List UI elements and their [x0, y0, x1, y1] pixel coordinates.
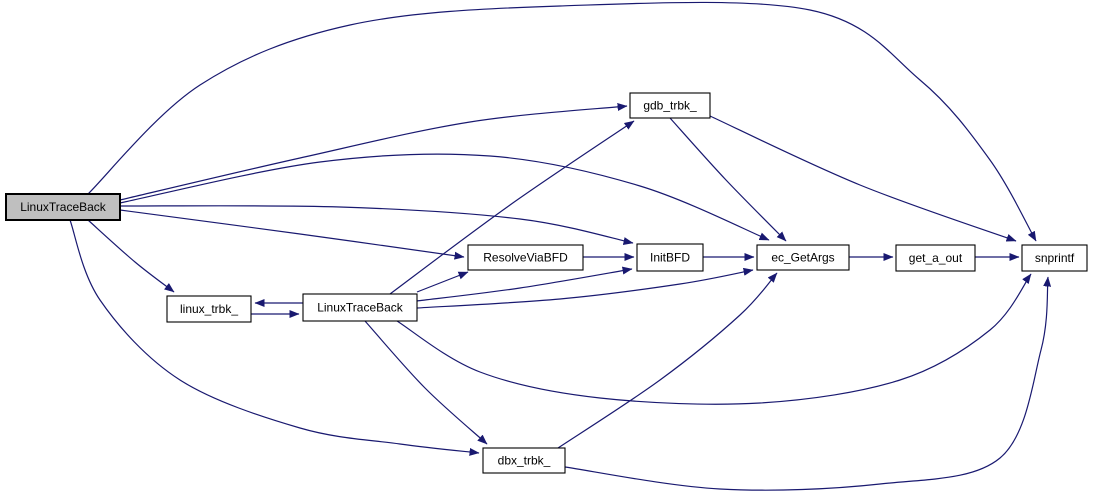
- node-box-getaout[interactable]: [895, 244, 976, 272]
- node-label-initbfd: InitBFD: [650, 251, 690, 265]
- edge-root-resolve: [119, 209, 465, 260]
- node-label-getaout: get_a_out: [909, 251, 963, 265]
- node-ltb2[interactable]: LinuxTraceBack: [302, 293, 418, 322]
- node-box-ltb2[interactable]: [302, 293, 418, 322]
- node-box-snprintf[interactable]: [1021, 244, 1088, 272]
- node-label-snprintf: snprintf: [1035, 251, 1075, 265]
- node-box-ecgetargs[interactable]: [756, 244, 850, 271]
- edge-ltb2-ecgetargs: [416, 267, 754, 309]
- node-gdb_trbk[interactable]: gdb_trbk_: [629, 92, 711, 119]
- edge-root-linux_trbk: [87, 219, 175, 293]
- node-label-dbx_trbk: dbx_trbk_: [498, 454, 551, 468]
- edge-root-ecgetargs: [119, 153, 770, 241]
- edge-root-gdb_trbk: [119, 102, 628, 201]
- node-box-gdb_trbk[interactable]: [629, 92, 711, 119]
- node-box-root: [5, 193, 121, 221]
- node-label-ecgetargs: ec_GetArgs: [771, 251, 834, 265]
- edge-gdb_trbk-snprintf: [709, 115, 1017, 242]
- node-root: LinuxTraceBack: [5, 193, 121, 221]
- node-snprintf[interactable]: snprintf: [1021, 244, 1088, 272]
- node-linux_trbk[interactable]: linux_trbk_: [166, 295, 252, 323]
- node-box-initbfd[interactable]: [636, 243, 704, 272]
- node-label-ltb2: LinuxTraceBack: [317, 301, 404, 315]
- node-label-root: LinuxTraceBack: [20, 200, 107, 214]
- edge-ltb2-gdb_trbk: [389, 120, 635, 295]
- edge-ltb2-resolve: [416, 271, 469, 293]
- edge-ltb2-initbfd: [416, 266, 633, 302]
- edge-root-dbx_trbk: [69, 219, 480, 456]
- edge-gdb_trbk-ecgetargs: [669, 117, 787, 242]
- node-getaout[interactable]: get_a_out: [895, 244, 976, 272]
- node-resolve[interactable]: ResolveViaBFD: [467, 244, 584, 271]
- node-dbx_trbk[interactable]: dbx_trbk_: [482, 447, 566, 474]
- node-box-dbx_trbk[interactable]: [482, 447, 566, 474]
- node-initbfd[interactable]: InitBFD: [636, 243, 704, 272]
- edge-ltb2-snprintf: [396, 273, 1032, 405]
- node-label-resolve: ResolveViaBFD: [483, 251, 568, 265]
- node-ecgetargs[interactable]: ec_GetArgs: [756, 244, 850, 271]
- node-label-linux_trbk: linux_trbk_: [180, 302, 238, 316]
- node-box-linux_trbk[interactable]: [166, 295, 252, 323]
- edge-dbx_trbk-snprintf: [564, 276, 1052, 491]
- edge-root-initbfd: [119, 205, 634, 245]
- edge-dbx_trbk-ecgetargs: [557, 272, 778, 449]
- node-label-gdb_trbk: gdb_trbk_: [643, 99, 697, 113]
- edge-ltb2-dbx_trbk: [364, 320, 488, 445]
- node-box-resolve[interactable]: [467, 244, 584, 271]
- edge-root-snprintf: [87, 1, 1037, 242]
